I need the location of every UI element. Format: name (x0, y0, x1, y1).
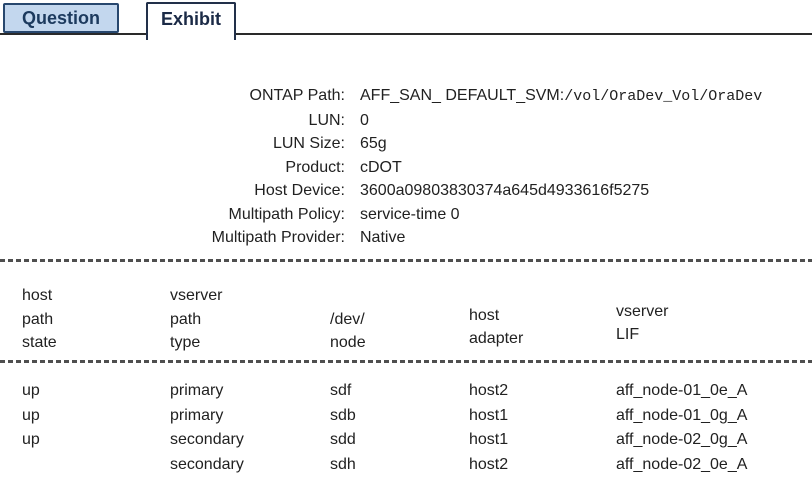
header-line: state (22, 331, 170, 355)
cell-vserver-lif: aff_node-02_0e_A (616, 453, 812, 477)
path-row: up primary sdb host1 aff_node-01_0g_A (0, 404, 812, 429)
header-host-adapter: host adapter (469, 284, 616, 355)
cell-path-type: primary (170, 404, 330, 429)
paths-table-header: host path state vserver path type /dev/ … (0, 284, 812, 355)
cell-path-type: primary (170, 379, 330, 404)
cell-vserver-lif: aff_node-02_0g_A (616, 428, 812, 453)
cell-path-type: secondary (170, 428, 330, 453)
cell-dev-node: sdf (330, 379, 469, 404)
header-line: node (330, 331, 469, 355)
info-row-host-device: Host Device: 3600a09803830374a645d493361… (0, 179, 812, 203)
cell-host-adapter: host2 (469, 453, 616, 477)
header-line: host (22, 284, 170, 308)
info-value: 3600a09803830374a645d4933616f5275 (345, 179, 649, 203)
info-label: ONTAP Path: (0, 84, 345, 109)
info-label: LUN Size: (0, 132, 345, 156)
cell-path-type: secondary (170, 453, 330, 477)
cell-host-adapter: host2 (469, 379, 616, 404)
header-host-path-state: host path state (22, 284, 170, 355)
path-row: secondary sdh host2 aff_node-02_0e_A (0, 453, 812, 477)
cell-host-adapter: host1 (469, 428, 616, 453)
cell-vserver-lif: aff_node-01_0g_A (616, 404, 812, 429)
info-label: LUN: (0, 109, 345, 133)
info-label: Product: (0, 156, 345, 180)
info-row-product: Product: cDOT (0, 156, 812, 180)
dashed-separator-top (0, 259, 812, 262)
info-value: cDOT (345, 156, 402, 180)
ontap-path-svm: AFF_SAN_ DEFAULT_SVM: (360, 87, 564, 104)
cell-path-state: up (22, 428, 170, 453)
header-vserver-path-type: vserver path type (170, 284, 330, 355)
tab-exhibit[interactable]: Exhibit (146, 2, 236, 40)
tab-bar-underline (0, 33, 812, 35)
tab-question[interactable]: Question (3, 3, 119, 33)
info-row-multipath-provider: Multipath Provider: Native (0, 226, 812, 250)
header-line: adapter (469, 327, 616, 351)
path-row: up primary sdf host2 aff_node-01_0e_A (0, 379, 812, 404)
tab-question-label: Question (22, 8, 100, 29)
info-value: 0 (345, 109, 369, 133)
header-line: /dev/ (330, 308, 469, 332)
cell-dev-node: sdb (330, 404, 469, 429)
tab-exhibit-label: Exhibit (161, 9, 221, 30)
info-value: Native (345, 226, 405, 250)
info-row-multipath-policy: Multipath Policy: service-time 0 (0, 203, 812, 227)
header-dev-node: /dev/ node (330, 284, 469, 355)
header-line: path (22, 308, 170, 332)
header-line: host (469, 304, 616, 328)
cell-dev-node: sdh (330, 453, 469, 477)
paths-table-body: up primary sdf host2 aff_node-01_0e_A up… (0, 379, 812, 477)
header-line: type (170, 331, 330, 355)
header-line: vserver (616, 300, 812, 324)
info-row-lun: LUN: 0 (0, 109, 812, 133)
header-line: path (170, 308, 330, 332)
info-row-ontap-path: ONTAP Path: AFF_SAN_ DEFAULT_SVM:/vol/Or… (0, 84, 812, 109)
cell-vserver-lif: aff_node-01_0e_A (616, 379, 812, 404)
info-value: AFF_SAN_ DEFAULT_SVM:/vol/OraDev_Vol/Ora… (345, 84, 762, 109)
path-row: up secondary sdd host1 aff_node-02_0g_A (0, 428, 812, 453)
cell-path-state: up (22, 379, 170, 404)
cell-host-adapter: host1 (469, 404, 616, 429)
info-label: Host Device: (0, 179, 345, 203)
header-line: LIF (616, 323, 812, 347)
cell-dev-node: sdd (330, 428, 469, 453)
info-label: Multipath Provider: (0, 226, 345, 250)
header-line: vserver (170, 284, 330, 308)
info-row-lun-size: LUN Size: 65g (0, 132, 812, 156)
info-value: 65g (345, 132, 387, 156)
dashed-separator-bottom (0, 360, 812, 363)
ontap-path-volume: /vol/OraDev_Vol/OraDev (564, 88, 762, 105)
cell-path-state (22, 453, 170, 477)
cell-path-state: up (22, 404, 170, 429)
info-value: service-time 0 (345, 203, 460, 227)
info-label: Multipath Policy: (0, 203, 345, 227)
lun-info-panel: ONTAP Path: AFF_SAN_ DEFAULT_SVM:/vol/Or… (0, 84, 812, 250)
header-vserver-lif: vserver LIF (616, 284, 812, 355)
